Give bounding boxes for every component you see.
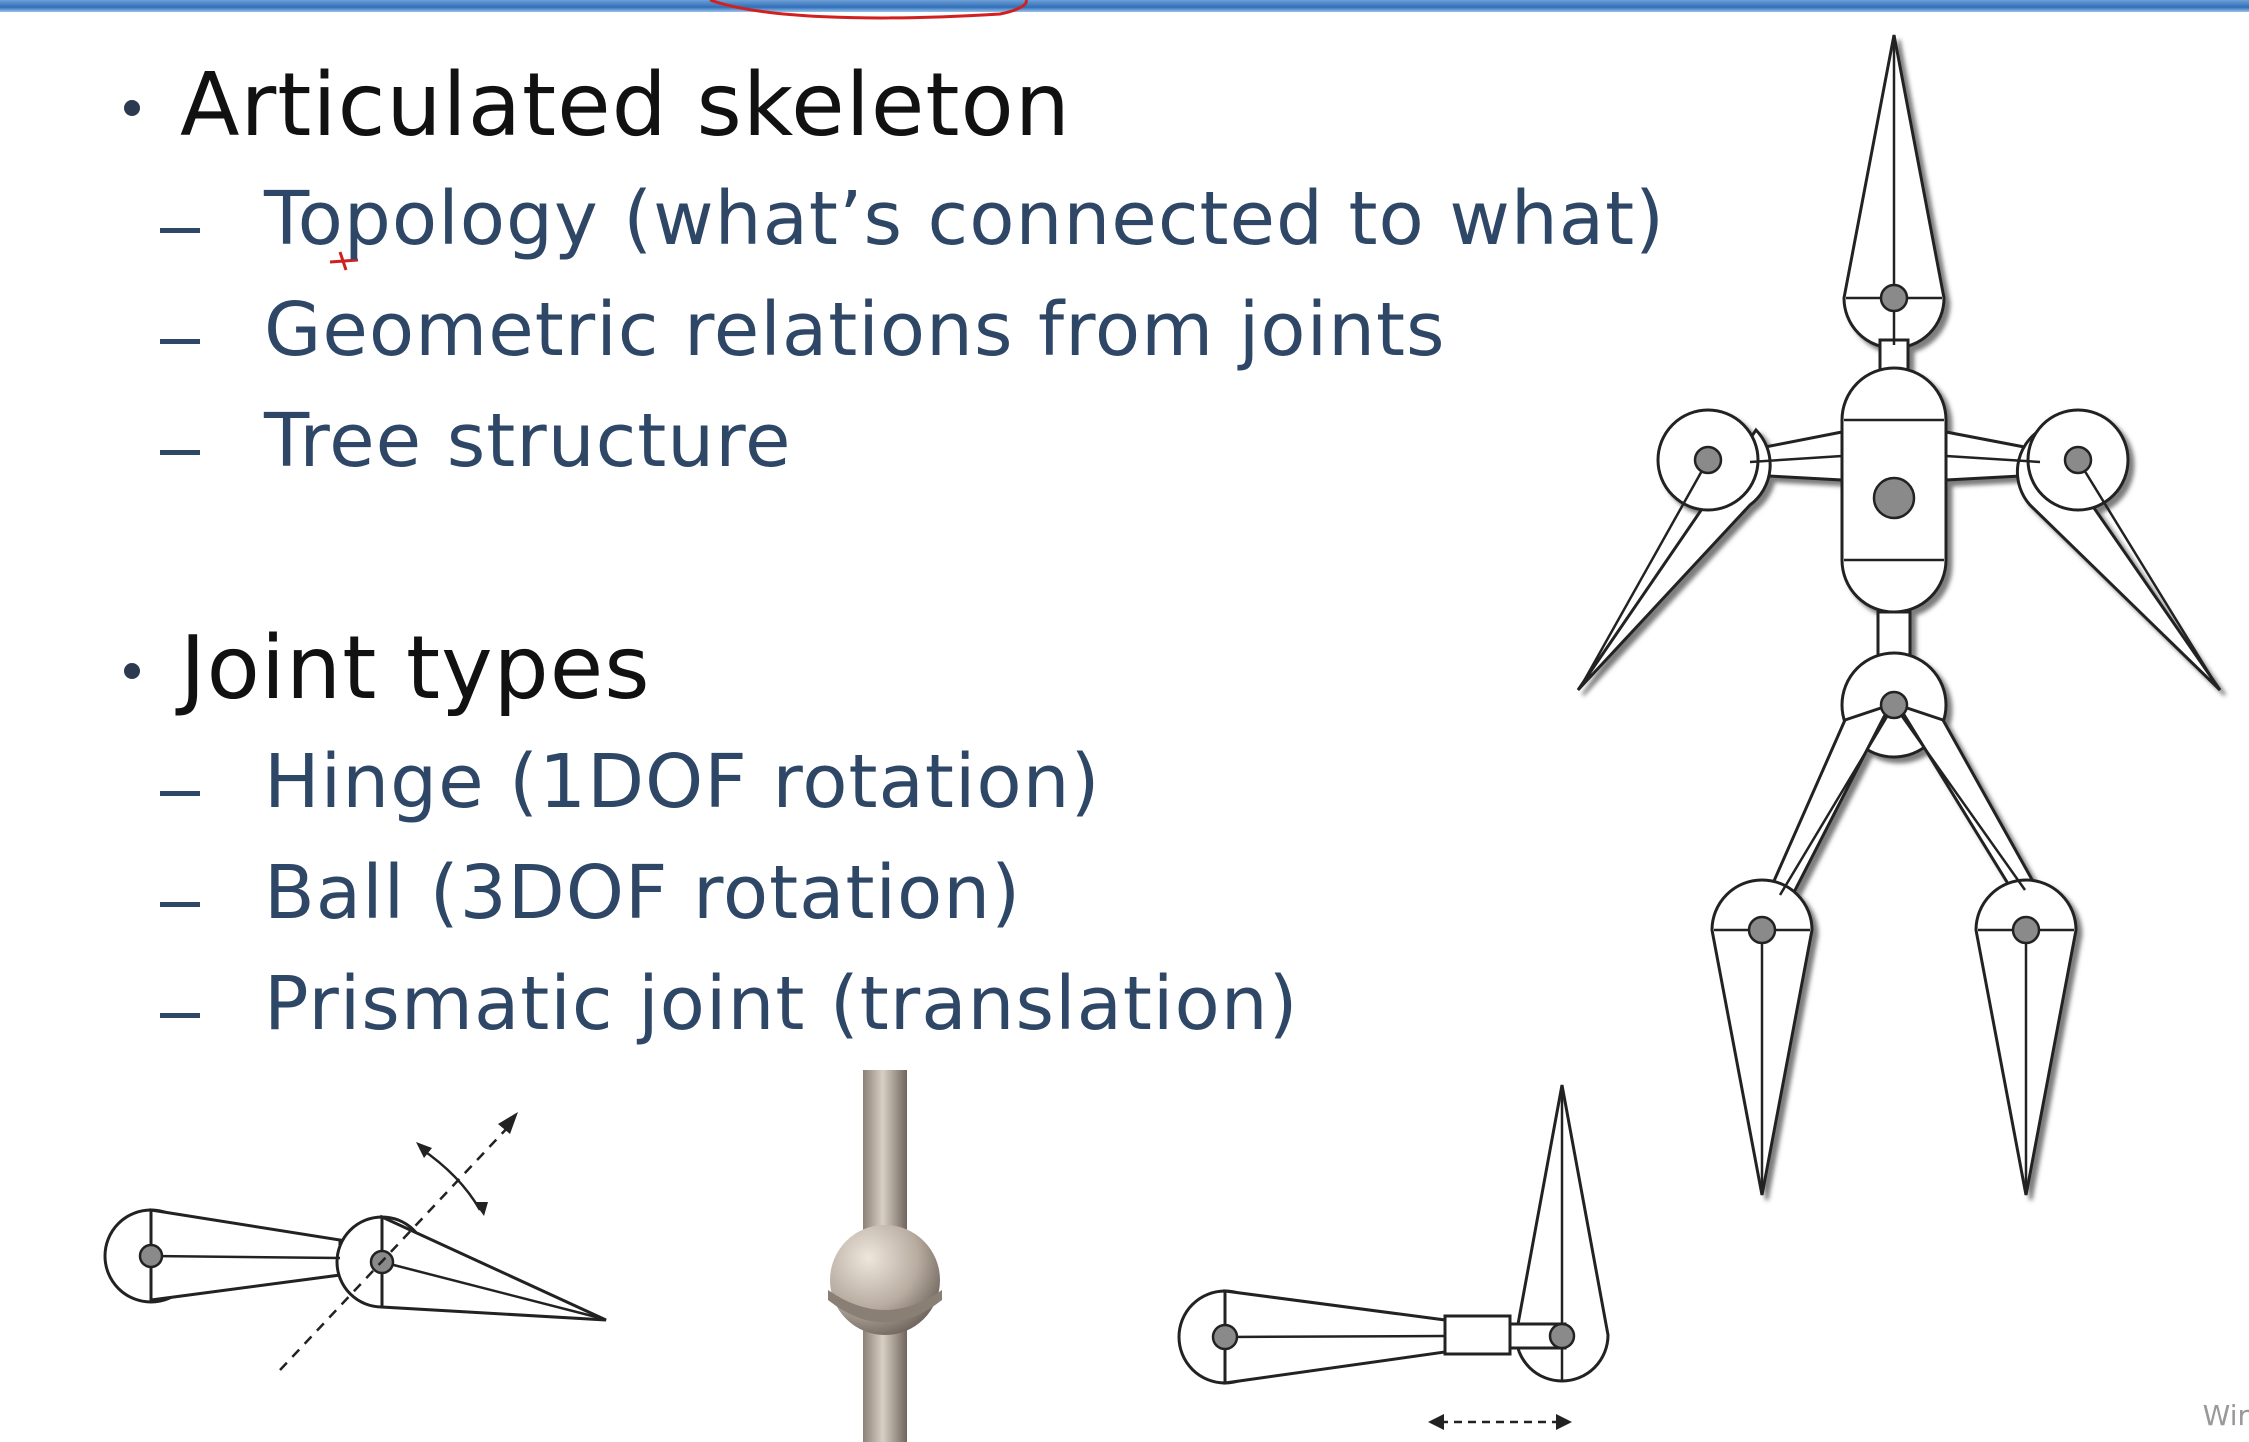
subitem-tree-structure: Tree structure xyxy=(160,404,791,478)
dash xyxy=(160,228,200,233)
subitem-label: Tree structure xyxy=(264,398,792,484)
subitem-label: Ball (3DOF rotation) xyxy=(264,850,1022,936)
dash xyxy=(160,902,200,907)
articulated-skeleton-figure xyxy=(1576,34,2222,1196)
prismatic-joint-diagram xyxy=(1177,1084,1610,1430)
dash xyxy=(160,339,200,344)
subitem-label: Prismatic joint (translation) xyxy=(264,961,1299,1047)
subitem-label: Hinge (1DOF rotation) xyxy=(264,739,1101,825)
slide-top-bar xyxy=(0,0,2249,12)
subitem-ball: Ball (3DOF rotation) xyxy=(160,856,1020,930)
watermark-text: Wir xyxy=(2202,1399,2249,1432)
bullet-articulated-skeleton: Articulated skeleton xyxy=(124,62,1070,149)
bullet-label: Joint types xyxy=(180,617,651,719)
subitem-geometric-relations: Geometric relations from joints xyxy=(160,293,1445,367)
bullet-label: Articulated skeleton xyxy=(180,54,1071,156)
dash xyxy=(160,450,200,455)
ball-joint-render xyxy=(828,1070,942,1442)
subitem-label: Geometric relations from joints xyxy=(264,287,1446,373)
dash xyxy=(160,1013,200,1018)
subitem-label: Topology (what’s connected to what) xyxy=(264,176,1666,262)
bullet-joint-types: Joint types xyxy=(124,625,650,712)
subitem-topology: Topology (what’s connected to what) xyxy=(160,182,1664,256)
subitem-prismatic: Prismatic joint (translation) xyxy=(160,967,1298,1041)
bullet-dot xyxy=(124,663,140,679)
bullet-list: Articulated skeleton Topology (what’s co… xyxy=(124,62,1664,1041)
dash xyxy=(160,791,200,796)
hinge-joint-diagram xyxy=(103,1112,607,1371)
subitem-hinge: Hinge (1DOF rotation) xyxy=(160,745,1099,819)
bullet-dot xyxy=(124,100,140,116)
